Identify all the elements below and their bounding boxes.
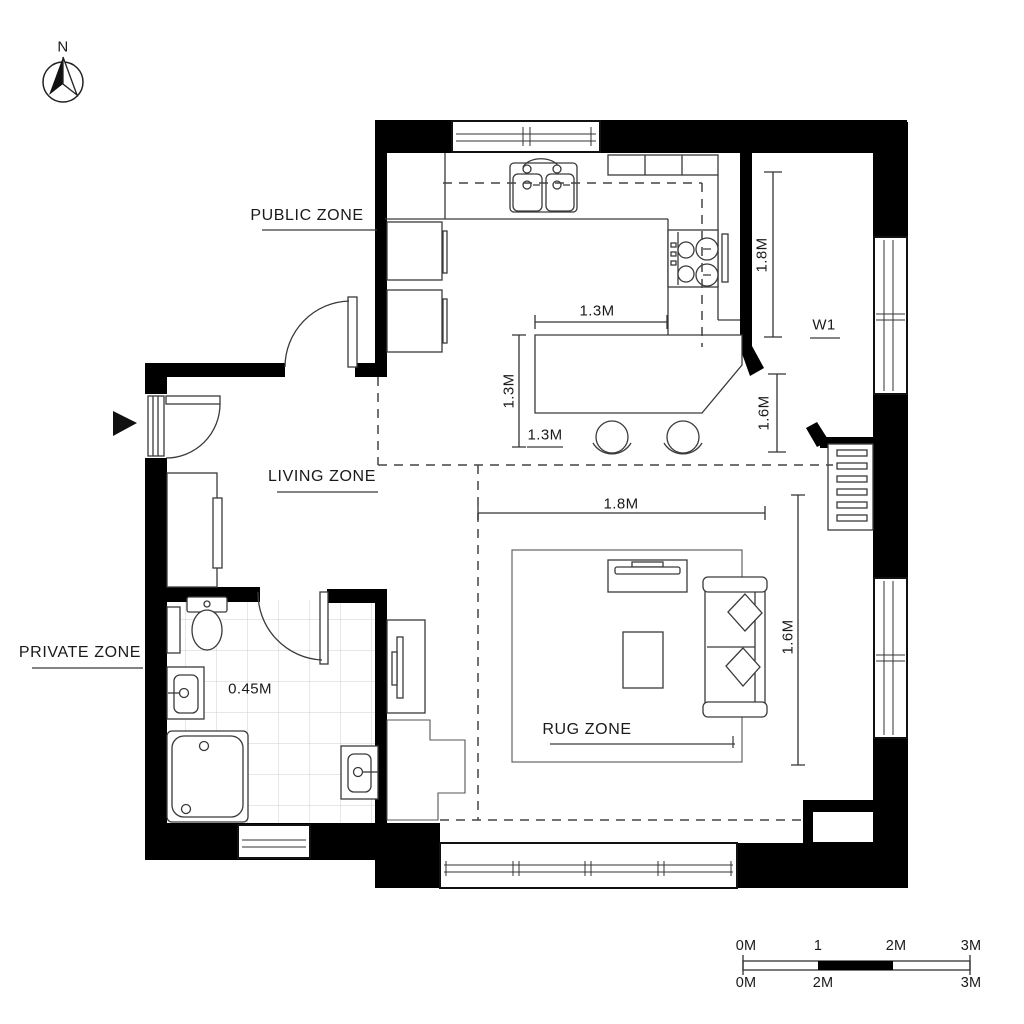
north-label: N xyxy=(57,38,69,56)
windows xyxy=(237,120,908,889)
window-top xyxy=(451,120,601,153)
bathtub xyxy=(166,730,249,823)
kitchen-sink xyxy=(509,158,578,213)
window-bathroom xyxy=(237,824,311,859)
scale-top-1: 1 xyxy=(813,938,823,954)
scale-top-0: 0M xyxy=(735,938,757,954)
dim-rug-top: 1.8M xyxy=(603,495,639,513)
bathroom-sink-right xyxy=(340,745,379,800)
window-right-lower xyxy=(873,577,908,739)
scale-top-2: 2M xyxy=(885,938,907,954)
media-console xyxy=(607,559,688,593)
private-zone-label: PRIVATE ZONE xyxy=(18,644,142,661)
window-w1-label: W1 xyxy=(812,316,836,334)
stove xyxy=(667,229,729,288)
bath-shelf xyxy=(166,606,181,654)
label-underlines xyxy=(32,229,840,748)
bathroom-sink-left xyxy=(166,666,205,720)
bath-clearance-label: 0.45M xyxy=(228,680,272,698)
wardrobe xyxy=(166,472,223,588)
dim-island-top: 1.3M xyxy=(579,302,615,320)
window-right-upper xyxy=(873,236,908,395)
rug-zone-label: RUG ZONE xyxy=(542,721,632,738)
kitchen-island xyxy=(534,334,743,414)
entry-arrow-icon xyxy=(113,411,137,436)
scale-bottom-0: 0M xyxy=(735,975,757,991)
dim-island-bottom: 1.3M xyxy=(527,426,563,444)
dim-rug-right: 1.6M xyxy=(779,619,797,655)
bar-stools xyxy=(592,420,703,455)
coffee-table xyxy=(622,631,664,689)
public-zone-label: PUBLIC ZONE xyxy=(250,207,364,224)
bathroom-door xyxy=(257,591,329,665)
scale-top-3: 3M xyxy=(960,938,982,954)
dim-kitchen-right: 1.8M xyxy=(753,237,771,273)
window-bottom xyxy=(439,842,738,889)
dim-kitchen-pass: 1.6M xyxy=(755,395,773,431)
scale-bar xyxy=(742,955,971,975)
north-compass-icon xyxy=(42,56,84,103)
tv-unit xyxy=(386,619,426,714)
scale-bottom-1: 2M xyxy=(812,975,834,991)
kitchen-appliances xyxy=(386,221,448,353)
interior-door xyxy=(284,296,358,368)
toilet xyxy=(186,596,228,651)
radiator xyxy=(827,443,874,531)
scale-bottom-2: 3M xyxy=(960,975,982,991)
entry-door xyxy=(145,394,221,459)
dim-island-left: 1.3M xyxy=(500,373,518,409)
living-zone-label: LIVING ZONE xyxy=(268,468,376,485)
dimension-lines xyxy=(477,171,805,766)
step-structure xyxy=(386,719,466,821)
zone-boundaries xyxy=(377,182,833,821)
sofa xyxy=(702,576,768,718)
